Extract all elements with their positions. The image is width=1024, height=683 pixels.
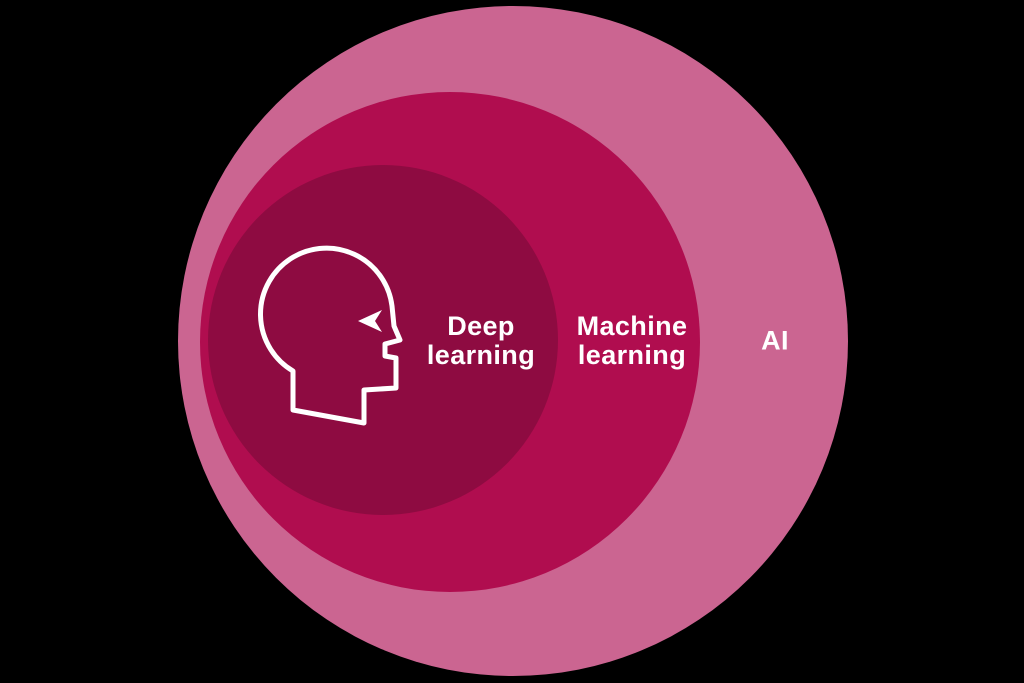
deep-learning-label: Deep learning xyxy=(426,311,536,370)
head-profile-icon xyxy=(258,245,403,426)
ai-label: AI xyxy=(761,325,789,356)
eye-arrow-icon xyxy=(358,310,382,332)
head-outline xyxy=(258,245,403,426)
machine-learning-label: Machine learning xyxy=(576,311,688,370)
